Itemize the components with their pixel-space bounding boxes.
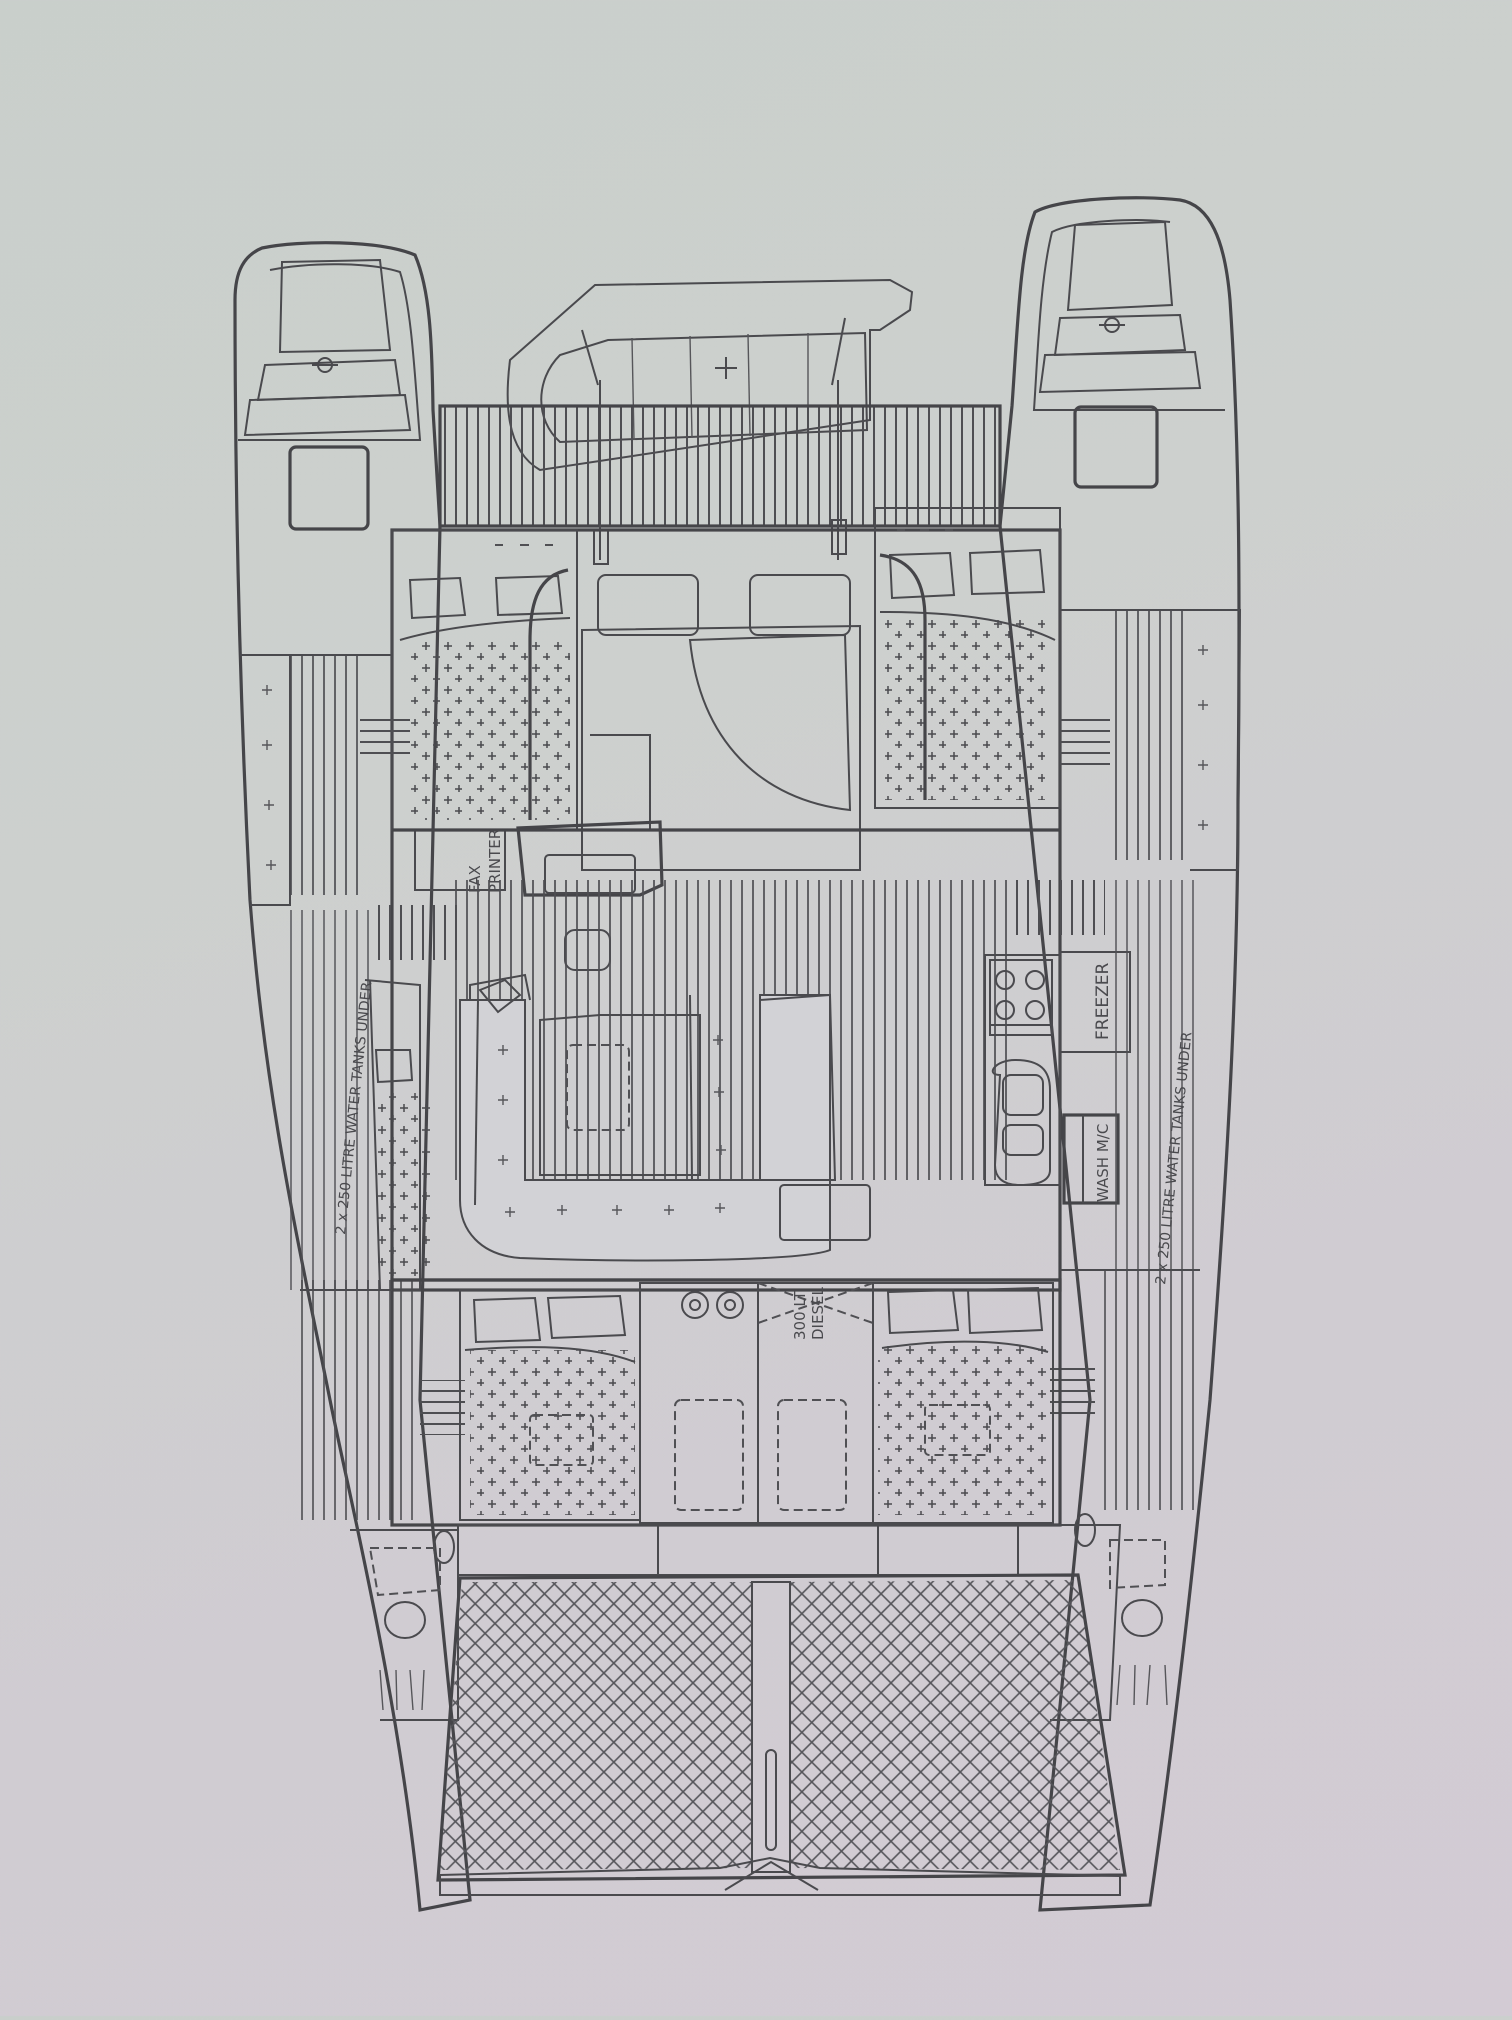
cockpit-table xyxy=(581,574,861,871)
companionway-steps xyxy=(360,710,1110,1435)
wash-mc-label: WASH M/C xyxy=(1094,1124,1112,1202)
starboard-fwd-cabin xyxy=(872,1282,1054,1524)
port-engine-hatch xyxy=(288,445,370,531)
printer-label: PRINTER xyxy=(486,829,504,893)
diesel-tank: 300 LT DIESEL xyxy=(639,1282,874,1524)
bulkheads xyxy=(240,609,1240,1291)
port-toilet-icon xyxy=(384,1601,426,1639)
forward-trampoline xyxy=(436,1573,1127,1896)
diesel-capacity-label: 300 LT xyxy=(791,1290,809,1340)
port-washbasin-icon xyxy=(433,1530,455,1564)
starboard-washbasin-icon xyxy=(1074,1513,1096,1547)
starboard-toilet-icon xyxy=(1121,1599,1163,1637)
starboard-aft-cabin xyxy=(874,507,1061,809)
port-stern-steps xyxy=(243,258,412,531)
saloon-seating xyxy=(459,973,831,1262)
sink-icon xyxy=(991,1058,1051,1187)
port-fwd-cabin xyxy=(459,1289,641,1521)
forward-beam-spine xyxy=(751,1581,791,1873)
stove-icon xyxy=(989,959,1053,1036)
freezer-label: FREEZER xyxy=(1093,963,1113,1040)
starboard-hull-outline xyxy=(998,196,1241,1912)
aft-teak-deck xyxy=(440,406,1000,526)
port-aft-cabin xyxy=(391,529,578,831)
starboard-engine-hatch xyxy=(1073,405,1159,489)
starboard-stern-steps xyxy=(1038,220,1202,489)
diesel-label: DIESEL xyxy=(809,1287,827,1340)
galley: FREEZER WASH M/C xyxy=(759,951,1131,1241)
saloon-teak-floor xyxy=(450,880,1010,1180)
